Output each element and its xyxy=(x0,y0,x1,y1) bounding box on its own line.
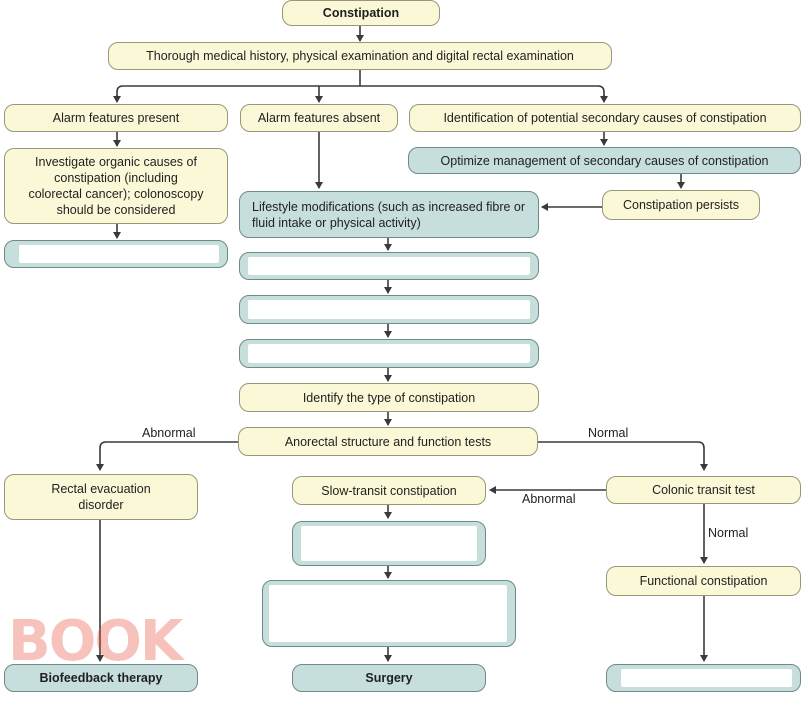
node-optimize-management: Optimize management of secondary causes … xyxy=(408,147,801,174)
blank-box-inner xyxy=(621,669,792,687)
node-slow-transit-constipation: Slow-transit constipation xyxy=(292,476,486,505)
node-rectal-evacuation-disorder: Rectal evacuation disorder xyxy=(4,474,198,520)
node-constipation-persists: Constipation persists xyxy=(602,190,760,220)
node-identify-type: Identify the type of constipation xyxy=(239,383,539,412)
node-constipation: Constipation xyxy=(282,0,440,26)
node-alarm-features-present: Alarm features present xyxy=(4,104,228,132)
label-normal-down: Normal xyxy=(708,526,749,540)
node-surgery: Surgery xyxy=(292,664,486,692)
label-normal-right: Normal xyxy=(588,426,629,440)
book-watermark-logo: BOOK xyxy=(8,609,183,674)
node-alarm-features-absent: Alarm features absent xyxy=(240,104,398,132)
blank-box-functional xyxy=(606,664,801,692)
node-anorectal-tests: Anorectal structure and function tests xyxy=(238,427,538,456)
blank-box-inner xyxy=(248,257,530,275)
blank-box-middle-2 xyxy=(239,295,539,324)
node-functional-constipation: Functional constipation xyxy=(606,566,801,596)
blank-box-middle-3 xyxy=(239,339,539,368)
blank-box-inner xyxy=(301,526,477,561)
blank-box-slow-transit-2 xyxy=(262,580,516,647)
node-colonic-transit-test: Colonic transit test xyxy=(606,476,801,504)
blank-box-left-1 xyxy=(4,240,228,268)
blank-box-slow-transit-1 xyxy=(292,521,486,566)
node-investigate-organic-causes: Investigate organic causes of constipati… xyxy=(4,148,228,224)
blank-box-inner xyxy=(19,245,219,263)
blank-box-middle-1 xyxy=(239,252,539,280)
blank-box-inner xyxy=(248,344,530,363)
node-lifestyle-modifications: Lifestyle modifications (such as increas… xyxy=(239,191,539,238)
label-abnormal-left: Abnormal xyxy=(142,426,196,440)
node-medical-history: Thorough medical history, physical exami… xyxy=(108,42,612,70)
label-abnormal-middle: Abnormal xyxy=(522,492,576,506)
blank-box-inner xyxy=(269,585,507,642)
node-secondary-causes: Identification of potential secondary ca… xyxy=(409,104,801,132)
node-biofeedback-therapy: Biofeedback therapy xyxy=(4,664,198,692)
blank-box-inner xyxy=(248,300,530,319)
